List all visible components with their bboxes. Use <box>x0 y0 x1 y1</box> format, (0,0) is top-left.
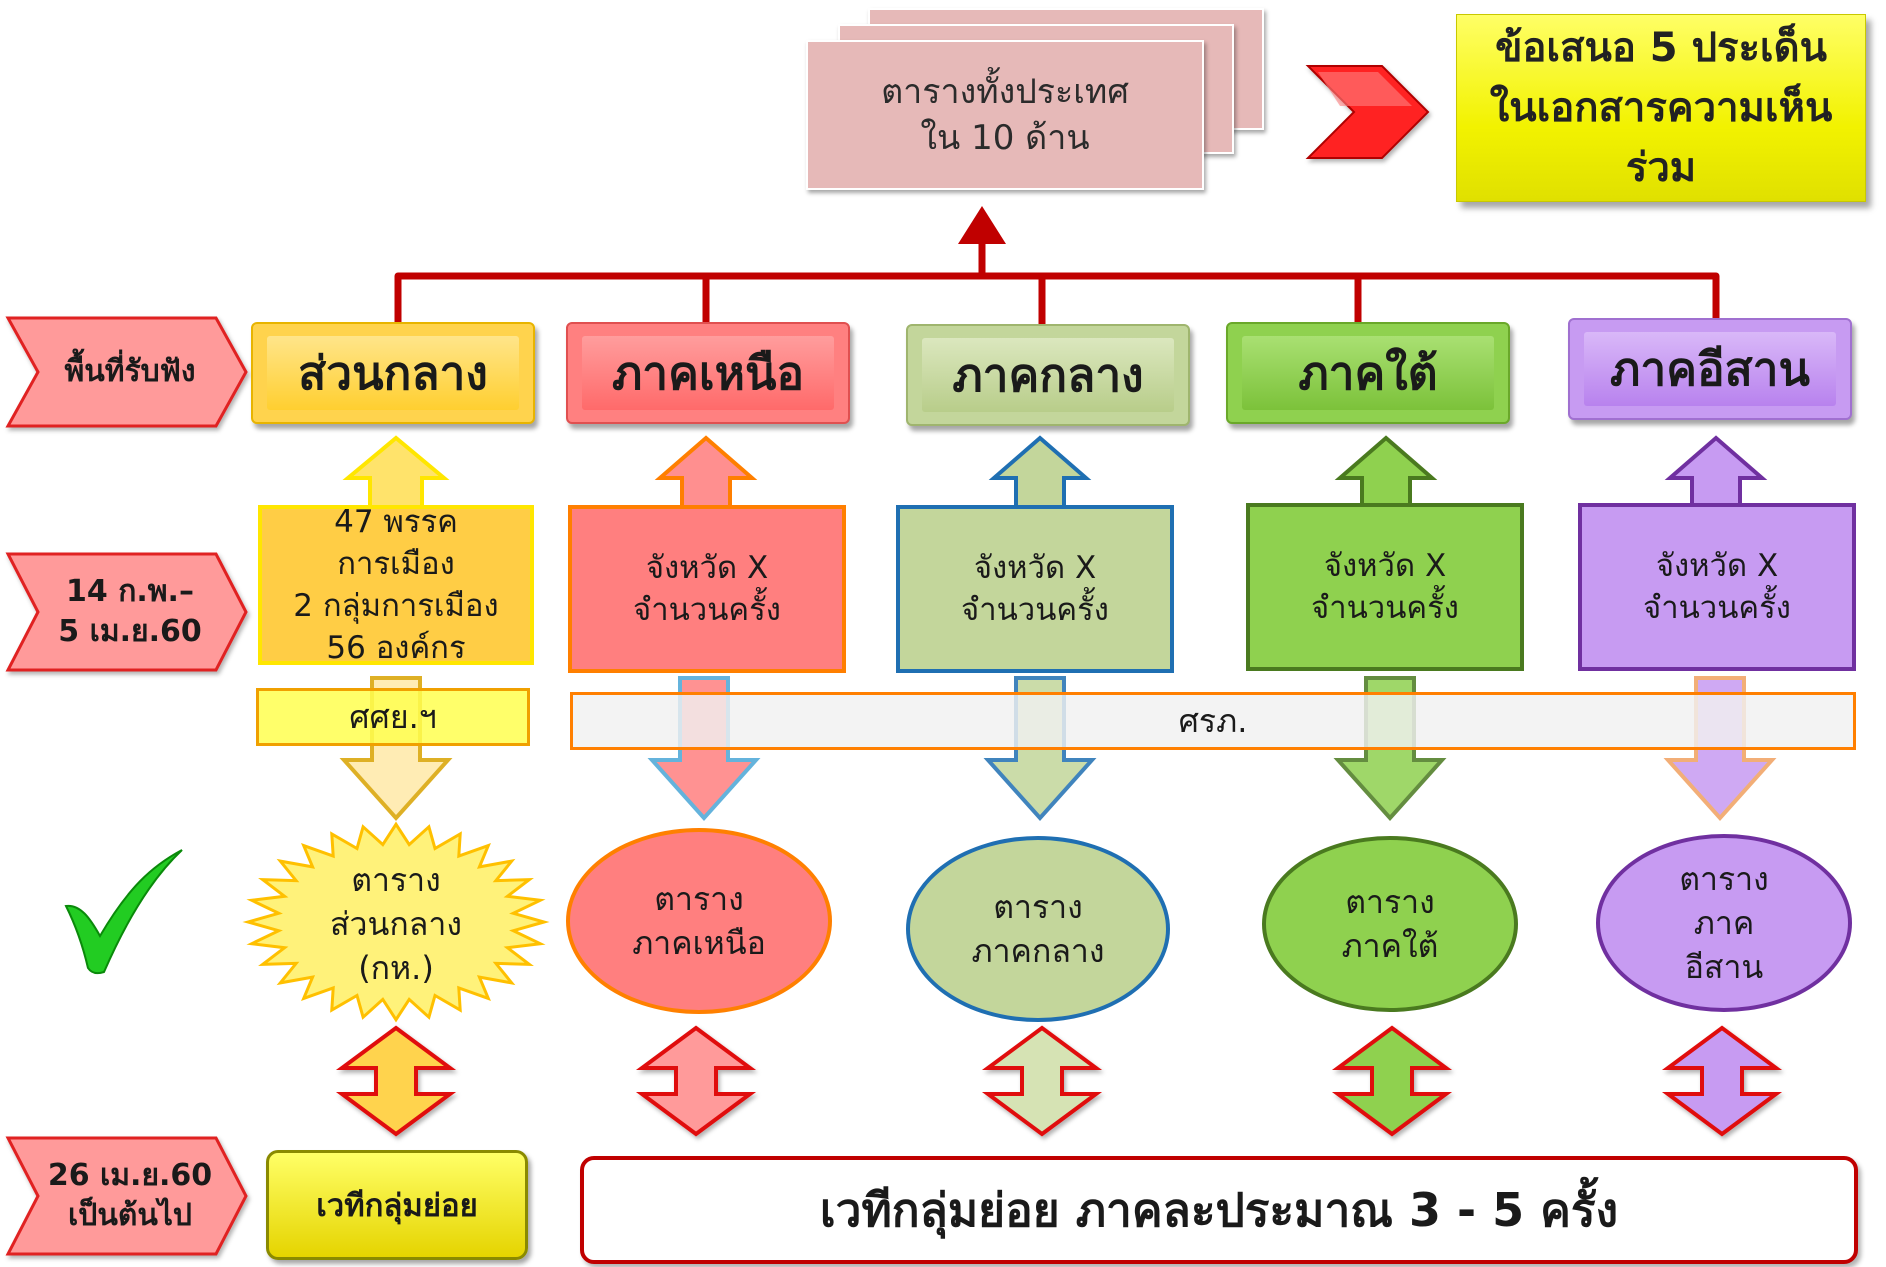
participant-box-south: จังหวัด X จำนวนครั้ง <box>1246 503 1524 671</box>
proposal-box: ข้อเสนอ 5 ประเด็น ในเอกสารความเห็นร่วม <box>1456 14 1866 202</box>
participant-box-northeast: จังหวัด X จำนวนครั้ง <box>1578 503 1856 671</box>
organizer-label-central: ศศย.ฯ <box>349 697 437 736</box>
participant-line: จังหวัด X <box>973 550 1097 586</box>
small-group-forum-central: เวทีกลุ่มย่อย <box>266 1150 528 1260</box>
result-line: อีสาน <box>1684 948 1764 986</box>
result-line: ตาราง <box>993 888 1083 926</box>
region-header-central: ส่วนกลาง <box>251 322 535 424</box>
participant-line: 47 พรรค <box>334 504 458 540</box>
doc-line-1: ตารางทั้งประเทศ <box>881 72 1129 112</box>
up-arrows <box>342 435 1768 510</box>
pointer-shape-1 <box>5 316 248 428</box>
organizer-band-regional: ศรภ. <box>570 692 1856 750</box>
side-label-period-1: 14 ก.พ.– 5 เม.ย.60 <box>40 556 220 668</box>
organizer-label-regional: ศรภ. <box>1178 701 1248 740</box>
up-arrow-northeast <box>1664 435 1768 510</box>
result-middle: ตาราง ภาคกลาง <box>906 836 1170 1022</box>
side-label-row4-line1: 26 เม.ย.60 <box>47 1158 213 1193</box>
result-central: ตาราง ส่วนกลาง (กห.) <box>290 860 502 988</box>
result-line: (กห.) <box>358 949 434 987</box>
participant-line: จำนวนครั้ง <box>1643 590 1791 626</box>
result-line: ภาค <box>1693 904 1755 942</box>
small-group-forum-regional: เวทีกลุ่มย่อย ภาคละประมาณ 3 - 5 ครั้ง <box>580 1156 1858 1264</box>
participant-line: 56 องค์กร <box>326 630 466 666</box>
double-arrow-middle <box>981 1025 1103 1137</box>
participant-line: จังหวัด X <box>1323 548 1447 584</box>
side-pointers <box>5 316 248 1256</box>
region-header-north: ภาคเหนือ <box>566 322 850 424</box>
region-name-northeast: ภาคอีสาน <box>1610 341 1810 396</box>
up-arrow-north <box>654 435 758 510</box>
proposal-line-1: ข้อเสนอ 5 ประเด็น <box>1495 25 1827 71</box>
region-header-middle: ภาคกลาง <box>906 324 1190 426</box>
region-name-central: ส่วนกลาง <box>298 345 488 400</box>
participant-line: จำนวนครั้ง <box>633 592 781 628</box>
side-label-period-2: 26 เม.ย.60 เป็นต้นไป <box>40 1140 220 1252</box>
result-line: ตาราง <box>654 880 744 918</box>
region-header-northeast: ภาคอีสาน <box>1568 318 1852 420</box>
region-name-north: ภาคเหนือ <box>611 345 805 400</box>
result-line: ตาราง <box>351 861 441 899</box>
result-north: ตาราง ภาคเหนือ <box>566 828 832 1014</box>
double-arrow-south <box>1331 1025 1453 1137</box>
up-arrow-central <box>342 435 450 510</box>
small-group-forum-regional-label: เวทีกลุ่มย่อย ภาคละประมาณ 3 - 5 ครั้ง <box>819 1182 1619 1237</box>
up-arrow-middle <box>988 435 1092 510</box>
hierarchy-tree <box>394 240 1720 325</box>
result-northeast: ตาราง ภาค อีสาน <box>1596 834 1852 1012</box>
side-label-row1-text: พื้นที่รับฟัง <box>64 354 196 389</box>
small-group-forum-central-label: เวทีกลุ่มย่อย <box>316 1188 478 1224</box>
side-label-row4-line2: เป็นต้นไป <box>68 1198 192 1233</box>
checkmark-icon <box>64 849 183 975</box>
result-line: ตาราง <box>1679 860 1769 898</box>
national-table-doc: ตารางทั้งประเทศ ใน 10 ด้าน <box>806 40 1204 190</box>
participant-line: การเมือง <box>337 546 455 582</box>
side-label-listening-area: พื้นที่รับฟัง <box>40 320 220 424</box>
result-line: ภาคเหนือ <box>632 924 766 962</box>
double-arrow-central <box>335 1025 457 1137</box>
participant-line: จำนวนครั้ง <box>961 592 1109 628</box>
sunburst-shape <box>242 821 550 1023</box>
organizer-band-central: ศศย.ฯ <box>256 688 530 746</box>
participant-box-middle: จังหวัด X จำนวนครั้ง <box>896 505 1174 673</box>
tree-up-arrowhead <box>958 206 1006 244</box>
pointer-shape-3 <box>5 1136 248 1256</box>
region-name-middle: ภาคกลาง <box>952 347 1144 402</box>
participant-box-north: จังหวัด X จำนวนครั้ง <box>568 505 846 673</box>
side-label-row2-line2: 5 เม.ย.60 <box>58 614 202 649</box>
result-line: ภาคกลาง <box>971 932 1105 970</box>
participant-line: จังหวัด X <box>645 550 769 586</box>
pointer-shape-2 <box>5 552 248 672</box>
result-line: ส่วนกลาง <box>330 905 462 943</box>
double-arrows <box>335 1025 1783 1137</box>
double-arrow-north <box>635 1025 757 1137</box>
participant-line: 2 กลุ่มการเมือง <box>293 588 499 624</box>
result-line: ตาราง <box>1345 883 1435 921</box>
region-name-south: ภาคใต้ <box>1298 345 1438 400</box>
region-header-south: ภาคใต้ <box>1226 322 1510 424</box>
up-arrow-south <box>1334 435 1438 510</box>
doc-line-2: ใน 10 ด้าน <box>920 118 1090 158</box>
double-arrow-northeast <box>1661 1025 1783 1137</box>
participant-line: จำนวนครั้ง <box>1311 590 1459 626</box>
result-line: ภาคใต้ <box>1341 927 1439 965</box>
side-label-row2-line1: 14 ก.พ.– <box>66 574 194 609</box>
participant-line: จังหวัด X <box>1655 548 1779 584</box>
result-south: ตาราง ภาคใต้ <box>1262 836 1518 1012</box>
proposal-line-2: ในเอกสารความเห็นร่วม <box>1489 85 1833 191</box>
participant-box-central: 47 พรรค การเมือง 2 กลุ่มการเมือง 56 องค์… <box>258 504 534 666</box>
